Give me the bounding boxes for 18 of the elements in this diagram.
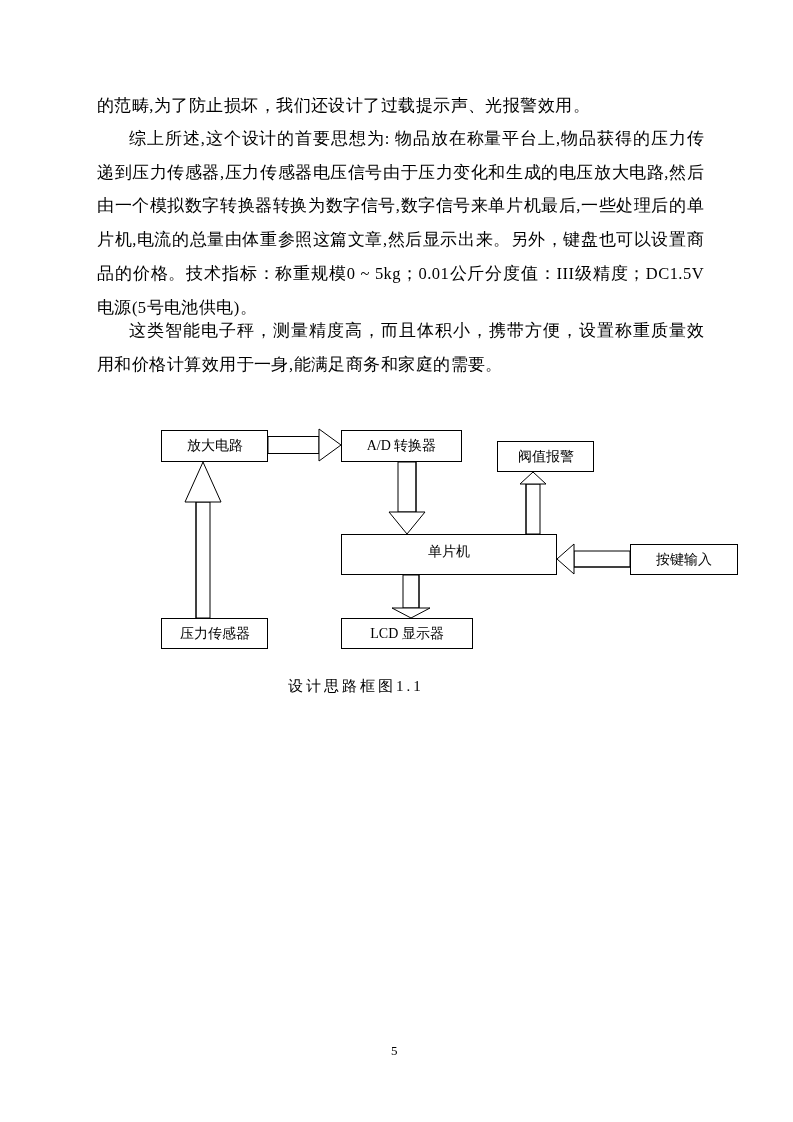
paragraph: 综上所述,这个设计的首要思想为: 物品放在称量平台上,物品获得的压力传递到压力传感器,压力传感器电压信号由于压力变化和生成的电压放大电路,然后由一个模拟数字转换器转换为数字信号,数字信号来单片机最后,一些处理后的单片机,电流的总量由体重参照这篇文章,然后显示出来。另外，键盘也可以设置商品的价格。技术指标：称重规模0 ~ 5kg；0.01公斤分度值：III级精度；DC1.5V电源(5号电池供电)。 [97, 128, 704, 319]
block-arrow [184, 461, 222, 619]
figure-caption: 设计思路框图1.1 [288, 677, 424, 696]
process-box: A/D 转换器 [341, 430, 462, 462]
block-arrow [267, 428, 342, 462]
block-arrow [519, 471, 547, 535]
block-arrow [391, 574, 431, 619]
block-arrow [388, 461, 426, 535]
process-box: 按键输入 [630, 544, 738, 575]
process-box: 单片机 [341, 534, 557, 575]
process-box: 阀值报警 [497, 441, 594, 472]
paragraph: 这类智能电子秤，测量精度高，而且体积小，携带方便，设置称重质量效用和价格计算效用于一身,能满足商务和家庭的需要。 [97, 320, 704, 376]
process-box: 放大电路 [161, 430, 268, 462]
process-box: 压力传感器 [161, 618, 268, 649]
page-number: 5 [391, 1043, 398, 1059]
process-box: LCD 显示器 [341, 618, 473, 649]
paragraph: 的范畴,为了防止损坏，我们还设计了过载提示声、光报警效用。 [97, 95, 592, 117]
block-arrow [556, 543, 631, 575]
